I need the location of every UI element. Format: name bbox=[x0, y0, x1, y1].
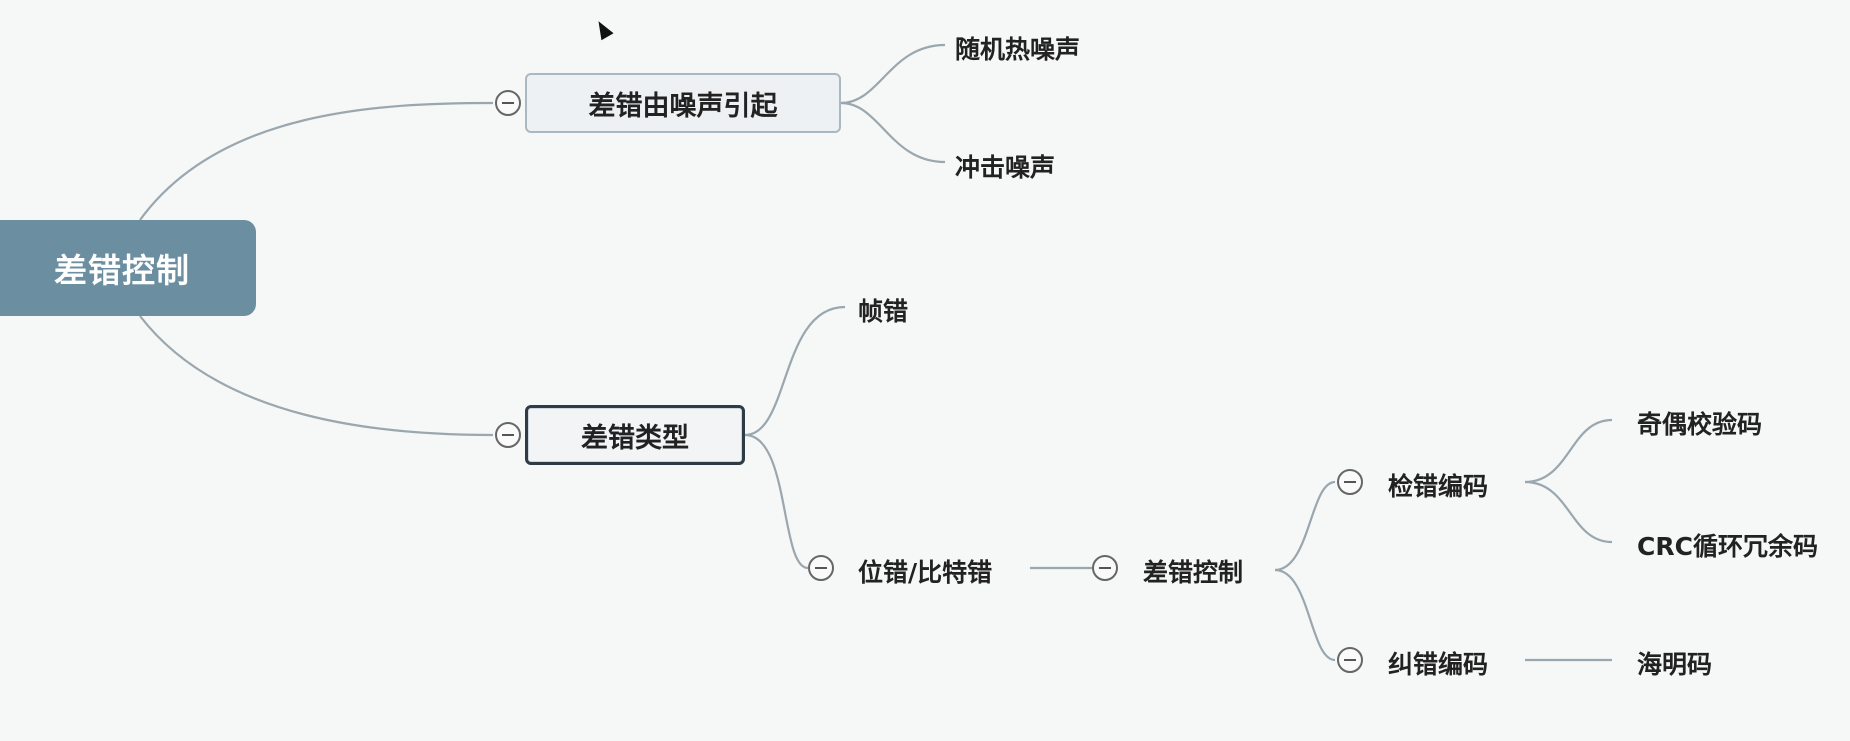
root-label: 差错控制 bbox=[54, 251, 190, 290]
node-error-correction-code[interactable]: 纠错编码 bbox=[1388, 650, 1489, 679]
connector-noise-random bbox=[840, 43, 946, 105]
connector-detect-parity bbox=[1524, 418, 1613, 484]
collapse-toggle-icon[interactable] bbox=[495, 90, 521, 116]
collapse-toggle-icon[interactable] bbox=[1337, 469, 1363, 495]
connector-noise-impulse bbox=[840, 101, 946, 164]
leaf-random-noise[interactable]: 随机热噪声 bbox=[955, 35, 1081, 64]
connector-types-frame bbox=[744, 305, 846, 437]
leaf-hamming-code[interactable]: 海明码 bbox=[1637, 650, 1713, 679]
connector-control-detect bbox=[1274, 480, 1336, 572]
leaf-crc-code[interactable]: CRC循环冗余码 bbox=[1637, 532, 1818, 561]
collapse-toggle-icon[interactable] bbox=[808, 555, 834, 581]
leaf-parity-code[interactable]: 奇偶校验码 bbox=[1637, 410, 1763, 439]
connector-root-types bbox=[139, 315, 494, 437]
connector-detect-crc bbox=[1524, 480, 1613, 544]
connector-types-bit bbox=[744, 433, 809, 570]
node-error-control[interactable]: 差错控制 bbox=[1143, 558, 1244, 587]
leaf-impulse-noise[interactable]: 冲击噪声 bbox=[955, 153, 1056, 182]
collapse-toggle-icon[interactable] bbox=[495, 422, 521, 448]
node-error-detection-code[interactable]: 检错编码 bbox=[1388, 472, 1489, 501]
collapse-toggle-icon[interactable] bbox=[1092, 555, 1118, 581]
branch-label-noise: 差错由噪声引起 bbox=[588, 90, 778, 122]
root-node[interactable]: 差错控制 bbox=[0, 220, 256, 316]
node-bit-error[interactable]: 位错/比特错 bbox=[858, 558, 993, 587]
branch-node-noise[interactable]: 差错由噪声引起 bbox=[525, 73, 841, 133]
connector-root-noise bbox=[139, 101, 494, 221]
collapse-toggle-icon[interactable] bbox=[1337, 647, 1363, 673]
leaf-frame-error[interactable]: 帧错 bbox=[858, 297, 909, 326]
connector-control-correct bbox=[1274, 568, 1336, 662]
branch-node-error-types[interactable]: 差错类型 bbox=[525, 405, 745, 465]
branch-label-error-types: 差错类型 bbox=[581, 422, 689, 454]
